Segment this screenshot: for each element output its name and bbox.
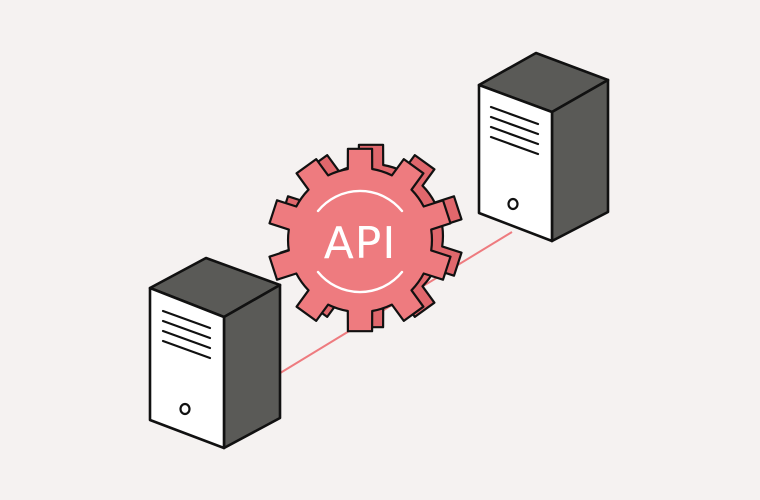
- server-left: [148, 256, 282, 450]
- gear-icon: API: [268, 143, 463, 333]
- server-left-front: [148, 286, 226, 450]
- gear-face: [268, 147, 452, 333]
- server-right-front: [477, 83, 554, 243]
- gear-inner-ring-bottom: [316, 270, 404, 294]
- gear-label: API: [324, 218, 397, 269]
- server-right: [477, 51, 610, 243]
- server-left-vents: [161, 309, 212, 360]
- gear-inner-ring: [316, 189, 404, 213]
- server-right-power-button: [507, 197, 519, 211]
- server-right-vents: [489, 105, 540, 156]
- server-left-power-button: [179, 402, 191, 416]
